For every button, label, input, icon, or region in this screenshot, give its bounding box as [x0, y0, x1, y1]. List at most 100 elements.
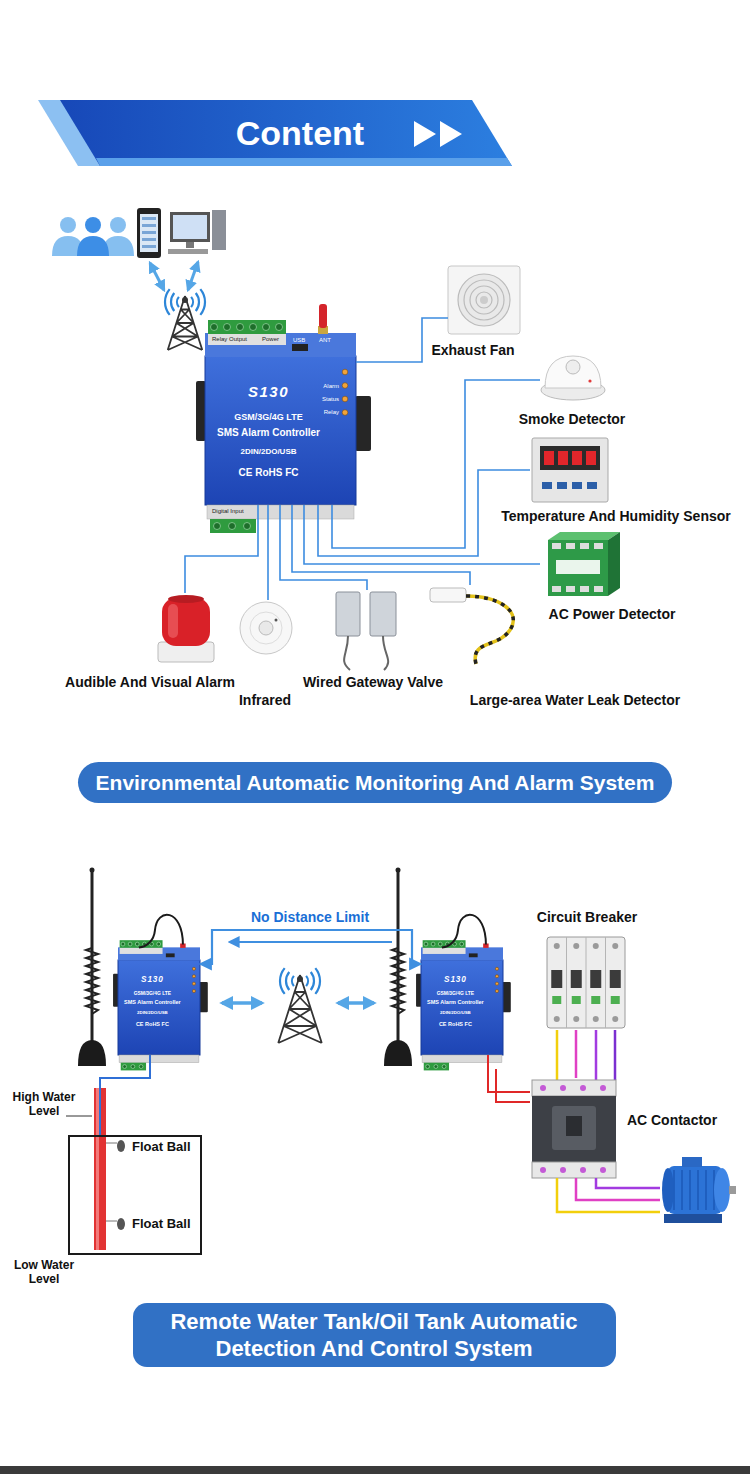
- level-label: Low Water Level: [6, 1258, 82, 1286]
- port-label: Alarm: [323, 383, 339, 390]
- signal-arrow: [338, 1001, 374, 1005]
- motor-icon: [662, 1168, 674, 1212]
- banner-shape: [60, 100, 512, 166]
- device-text: GSM/3G/4G LTE: [437, 991, 475, 997]
- label-strip: [120, 948, 163, 954]
- contactor-screw: [580, 1085, 586, 1091]
- fan-icon: [464, 280, 504, 320]
- contactor-screw: [600, 1167, 606, 1173]
- water-tank: Float BallFloat Ball: [68, 1135, 202, 1255]
- motor-fin: [705, 1170, 707, 1210]
- terminal-screw: [135, 942, 139, 946]
- alarm-controller: S130GSM/3G/4G LTESMS Alarm Controller2DI…: [118, 960, 200, 1055]
- breaker-toggle: [610, 970, 621, 988]
- phone-screen: [142, 245, 156, 248]
- terminal-screw: [157, 942, 161, 946]
- phone-screen: [142, 224, 156, 227]
- sensor-display: [586, 451, 596, 465]
- leak-module: [430, 588, 466, 602]
- caption: AC Contactor: [627, 1112, 717, 1129]
- device-text: CE RoHS FC: [439, 1021, 472, 1028]
- tower-symbol: [278, 975, 322, 1043]
- leak-cable: [466, 596, 513, 664]
- terminal-screw: [460, 942, 464, 946]
- terminal-screw: [438, 942, 442, 946]
- mounting-ear: [355, 396, 371, 451]
- caption: Infrared: [239, 692, 291, 709]
- caption: Wired Gateway Valve: [303, 674, 443, 691]
- motor-icon: [714, 1168, 730, 1212]
- phone-screen: [142, 238, 156, 241]
- port-label: ANT: [319, 337, 331, 344]
- fan-icon: [448, 266, 520, 334]
- device-top: [205, 333, 356, 357]
- caption: AC Power Detector: [549, 606, 676, 623]
- device-text: CE RoHS FC: [136, 1021, 169, 1028]
- sensor-display: [544, 451, 554, 465]
- status-led: [192, 990, 195, 993]
- terminal-screw: [244, 523, 251, 530]
- contactor-screw: [560, 1085, 566, 1091]
- device-body: [205, 356, 356, 505]
- terminal-screw: [424, 942, 428, 946]
- breaker-icon: [572, 996, 581, 1004]
- node-text: Float Ball: [132, 1139, 191, 1155]
- siren-icon: [162, 598, 210, 646]
- connector: [185, 505, 258, 593]
- terminal-block: [121, 1063, 146, 1071]
- port-label: Relay: [324, 409, 339, 416]
- pc-icon: [186, 242, 194, 248]
- node-text: Remote Water Tank/Oil Tank Automatic Det…: [145, 1308, 604, 1362]
- antenna-stub: [319, 304, 327, 328]
- wire: [596, 1178, 660, 1188]
- status-led: [342, 396, 348, 402]
- detector-terminal: [566, 586, 575, 592]
- sensor-button: [587, 482, 597, 489]
- terminal-screw: [131, 1065, 135, 1069]
- terminal-screw: [250, 324, 257, 331]
- exhaust-fan: Exhaust Fan: [448, 266, 520, 334]
- fan-icon: [480, 296, 488, 304]
- terminal-screw: [237, 324, 244, 331]
- contactor-screw: [560, 1167, 566, 1173]
- caption: Temperature And Humidity Sensor: [501, 508, 730, 525]
- device-text: S130: [141, 975, 164, 984]
- terminal-screw: [276, 324, 283, 331]
- connector: [200, 930, 421, 964]
- port-label: Digital Input: [212, 508, 244, 515]
- smoke-icon: [566, 360, 580, 374]
- antenna-cable: [442, 915, 486, 948]
- infrared-icon: [250, 612, 282, 644]
- power-detector: AC Power Detector: [540, 530, 620, 600]
- fan-icon: [476, 292, 492, 308]
- temperature-sensor: Temperature And Humidity Sensor: [530, 436, 610, 504]
- pc-icon: [173, 215, 207, 239]
- label-strip: [119, 1055, 199, 1063]
- motor-fin: [697, 1170, 699, 1210]
- alarm-controller: S130GSM/3G/4G LTESMS Alarm Controller2DI…: [205, 356, 356, 505]
- float-lead: [106, 1221, 117, 1222]
- antenna-rod: [396, 868, 401, 873]
- detector-terminal: [594, 586, 603, 592]
- detector-icon: [548, 532, 620, 540]
- detector-terminal: [594, 543, 603, 549]
- detector-icon: [548, 540, 608, 596]
- smoke-detector: Smoke Detector: [540, 354, 606, 404]
- detector-terminal: [580, 543, 589, 549]
- pc-icon: [212, 210, 226, 250]
- breaker-icon: [566, 937, 567, 1028]
- device-text: SMS Alarm Controller: [217, 427, 320, 439]
- terminal-screw: [211, 324, 218, 331]
- connector: [292, 505, 470, 585]
- status-led: [192, 975, 195, 978]
- terminal-screw: [139, 1065, 143, 1069]
- tower-symbol: [168, 296, 203, 350]
- smoke-icon: [545, 356, 601, 388]
- status-led: [342, 410, 348, 416]
- caption: Audible And Visual Alarm: [65, 674, 235, 691]
- breaker-screw: [554, 943, 560, 949]
- terminal-block: [424, 1063, 449, 1071]
- signal-wave: [280, 968, 285, 994]
- contactor-icon: [532, 1162, 616, 1178]
- device-top: [118, 947, 200, 960]
